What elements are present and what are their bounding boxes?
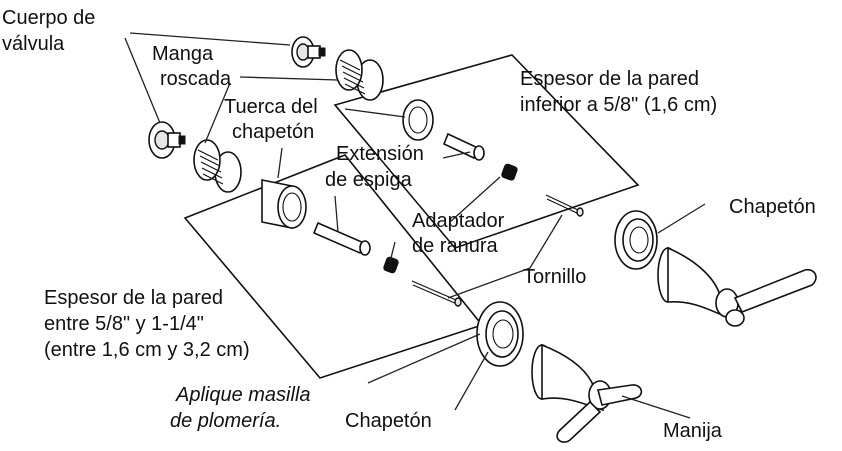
slot-adapter-lower <box>383 256 399 274</box>
slot-adapter-upper <box>501 163 518 181</box>
label-threaded-sleeve: Manga roscada <box>152 43 232 90</box>
label-slot-adapter: Adaptador de ranura <box>412 210 510 257</box>
stem-extension-lower <box>312 221 371 256</box>
label-escutcheon-nut: Tuerca del chapetón <box>224 96 323 143</box>
escutcheon-right <box>614 210 658 270</box>
escutcheon-bottom <box>476 301 524 367</box>
leader-lines <box>124 32 706 419</box>
label-plumbers-putty: Aplique masilla de plomería. <box>170 384 316 432</box>
valve-body-upper <box>291 36 326 68</box>
handle-right <box>657 246 817 327</box>
label-escutcheon-right: Chapetón <box>729 196 816 218</box>
handle-bottom <box>531 343 643 443</box>
threaded-sleeve-lower <box>193 139 242 193</box>
label-valve-body: Cuerpo de válvula <box>2 7 101 55</box>
valve-body-lower <box>148 121 186 159</box>
label-stem-extension: Extensión de espiga <box>325 143 429 191</box>
screw-upper <box>545 194 584 217</box>
screw-lower <box>411 280 462 307</box>
label-wall-thickness-thin: Espesor de la pared inferior a 5/8" (1,6… <box>520 68 717 116</box>
label-handle: Manija <box>663 420 723 442</box>
label-screw: Tornillo <box>523 266 586 288</box>
label-escutcheon-bottom: Chapetón <box>345 410 432 432</box>
escutcheon-nut-lower <box>261 179 307 229</box>
escutcheon-nut-upper <box>402 99 434 141</box>
label-wall-thickness-thick: Espesor de la pared entre 5/8" y 1-1/4" … <box>44 287 250 361</box>
threaded-sleeve-upper <box>335 49 384 101</box>
